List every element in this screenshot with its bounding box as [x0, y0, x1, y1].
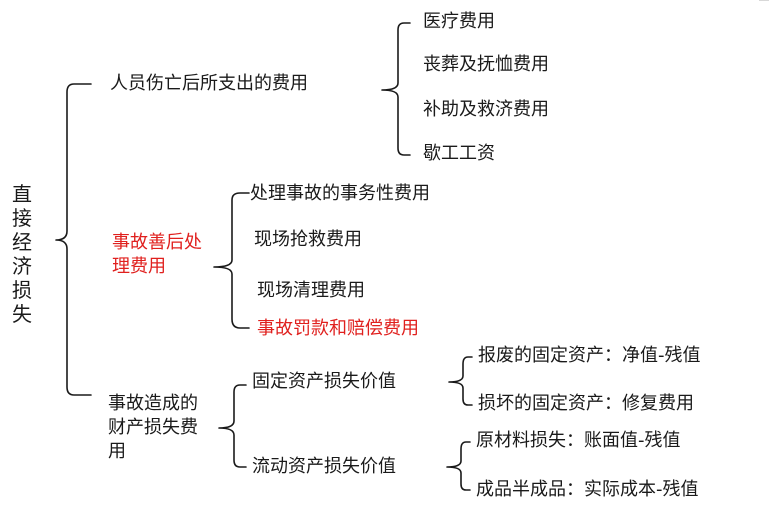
aftermath-item-rescue: 现场抢救费用: [254, 229, 362, 250]
aftermath-item-penalty: 事故罚款和赔偿费用: [257, 318, 419, 339]
aftermath-item-admin: 处理事故的事务性费用: [250, 183, 430, 204]
personnel-item-relief: 补助及救济费用: [423, 99, 549, 120]
aftermath-item-cleanup: 现场清理费用: [257, 280, 365, 301]
personnel-item-medical: 医疗费用: [423, 11, 495, 32]
fixed-assets-label: 固定资产损失价值: [252, 371, 396, 392]
aftermath-bracket: [213, 192, 250, 329]
branch-property-label: 事故造成的财产损失费用: [108, 393, 198, 462]
root-label: 直接经济损失: [12, 182, 32, 326]
edge-divider: [759, 0, 769, 1]
branch-personnel-label: 人员伤亡后所支出的费用: [110, 73, 308, 94]
current-item-raw: 原材料损失：账面值-残值: [476, 430, 681, 451]
current-item-finished: 成品半成品：实际成本-残值: [476, 479, 699, 500]
personnel-item-wages: 歇工工资: [423, 143, 495, 164]
fixed-item-scrapped: 报废的固定资产：净值-残值: [478, 345, 701, 366]
branch-aftermath-label: 事故善后处理费用: [112, 232, 202, 277]
personnel-item-funeral: 丧葬及抚恤费用: [423, 54, 549, 75]
current-assets-bracket: [446, 441, 471, 491]
fixed-assets-bracket: [448, 356, 473, 406]
personnel-bracket: [381, 22, 411, 156]
root-bracket: [55, 83, 92, 396]
current-assets-label: 流动资产损失价值: [252, 456, 396, 477]
property-bracket: [218, 384, 247, 468]
fixed-item-damaged: 损坏的固定资产：修复费用: [478, 393, 694, 414]
